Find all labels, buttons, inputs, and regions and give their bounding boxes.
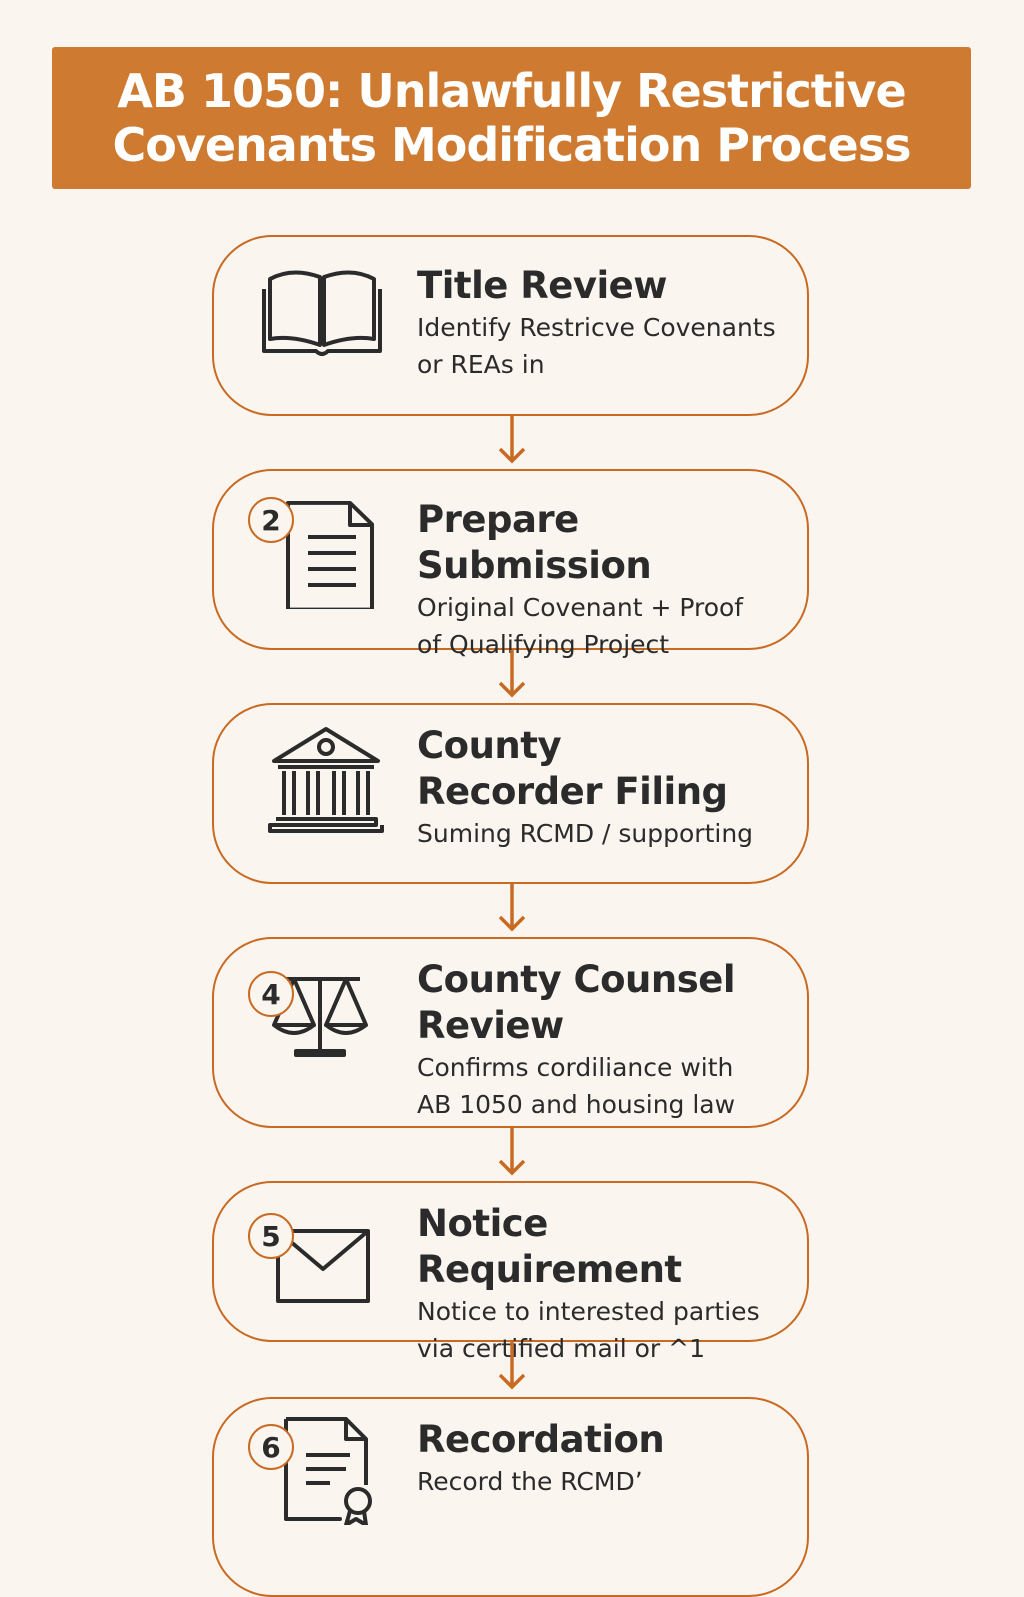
step-description: Record the RCMDʼ: [417, 1467, 643, 1496]
step-title: County Recorder Filing: [417, 724, 728, 813]
step-notice-requirement: 5 Notice Requirement Notice to intereste…: [212, 1181, 809, 1363]
header-banner: AB 1050: Unlawfully Restrictive Covenant…: [52, 47, 971, 189]
certificate-icon: [284, 1417, 372, 1525]
arrow-down-icon: [498, 884, 526, 932]
step-county-counsel-review: 4 County Counsel Review Confirms cordili…: [212, 937, 809, 1128]
scales-icon: [272, 977, 368, 1057]
step-title: Recordation: [417, 1418, 665, 1461]
step-description: Identify Restricve Covenants or REAs in: [417, 313, 776, 379]
arrow-down-icon: [498, 416, 526, 464]
step-title-review: Title Review Identify Restricve Covenant…: [212, 235, 809, 416]
step-description: Suming RCMD / supporting: [417, 819, 754, 848]
step-title: County Counsel Review: [417, 958, 736, 1047]
step-title: Notice Requirement: [417, 1202, 682, 1291]
courthouse-icon: [268, 727, 384, 833]
step-county-recorder-filing: County Recorder Filing Suming RCMD / sup…: [212, 703, 809, 884]
step-title: Title Review: [417, 264, 667, 307]
step-number-badge: 6: [248, 1424, 294, 1470]
arrow-down-icon: [498, 650, 526, 698]
page-title: AB 1050: Unlawfully Restrictive Covenant…: [112, 64, 912, 172]
step-description: Original Covenant + Proof of Qualifying …: [417, 593, 744, 659]
envelope-icon: [276, 1229, 370, 1303]
step-number-badge: 4: [248, 971, 294, 1017]
document-icon: [286, 500, 374, 609]
step-recordation: 6 Recordation Record the RCMDʼ: [212, 1397, 809, 1597]
step-description: Notice to interested parties via certifi…: [417, 1297, 760, 1363]
step-number-badge: 2: [248, 497, 294, 543]
step-number-badge: 5: [248, 1213, 294, 1259]
step-prepare-submission: 2 Prepare Submission Original Covenant +…: [212, 469, 809, 659]
step-description: Confirms cordiliance with AB 1050 and ho…: [417, 1053, 736, 1119]
step-title: Prepare Submission: [417, 498, 652, 587]
arrow-down-icon: [498, 1128, 526, 1176]
open-book-icon: [262, 270, 382, 356]
arrow-down-icon: [498, 1342, 526, 1390]
